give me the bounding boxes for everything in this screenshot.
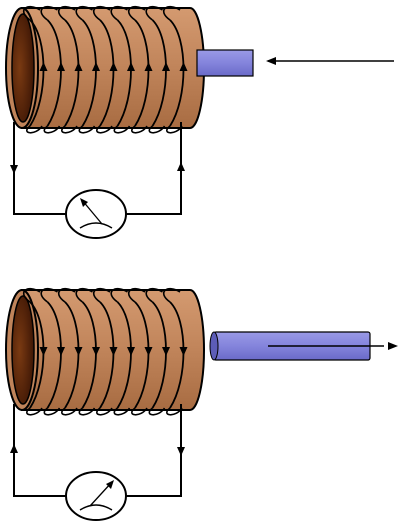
winding-top <box>40 287 58 303</box>
winding-bottom <box>78 125 96 134</box>
wire-right <box>126 122 182 215</box>
current-arrow-icon <box>127 62 135 71</box>
winding-bottom <box>113 407 131 416</box>
winding-bottom <box>61 407 78 416</box>
scene-magnet-withdrawn <box>5 287 398 521</box>
solenoid-coil-icon <box>5 5 205 134</box>
winding-top <box>128 287 146 303</box>
galvanometer-icon <box>65 471 127 521</box>
winding-bottom <box>148 407 166 416</box>
coil-opening-inner <box>11 13 35 123</box>
current-arrow-icon <box>162 347 170 356</box>
galvanometer-scale <box>79 504 113 511</box>
winding-top <box>110 287 128 303</box>
winding-top <box>75 287 93 303</box>
galvanometer-dial <box>65 471 127 521</box>
current-arrow-icon <box>57 62 65 71</box>
winding-top <box>93 287 111 303</box>
current-arrow-icon <box>144 62 153 71</box>
current-arrow-icon <box>179 347 188 356</box>
wire-left <box>13 122 66 215</box>
current-arrow-icon <box>10 165 18 174</box>
winding-bottom <box>61 125 78 134</box>
needle-tip <box>106 480 114 489</box>
winding-bottom <box>131 407 148 416</box>
current-arrow-icon <box>10 444 18 453</box>
current-arrow-icon <box>92 347 100 356</box>
current-arrow-icon <box>179 62 188 71</box>
solenoid-coil-icon <box>5 287 205 416</box>
winding-top <box>58 287 76 303</box>
current-arrow-icon <box>144 347 153 356</box>
magnet-bar <box>196 49 254 77</box>
bar-magnet-icon <box>196 49 254 77</box>
circuit-wires <box>10 404 185 497</box>
winding-bottom <box>43 125 61 134</box>
wire-right <box>126 404 182 497</box>
winding-bottom <box>96 407 113 416</box>
current-arrow-icon <box>177 447 185 456</box>
current-arrow-icon <box>127 347 135 356</box>
winding-top <box>163 287 181 303</box>
winding-top <box>163 5 181 21</box>
winding-bottom <box>131 125 148 134</box>
galvanometer-dial <box>65 189 127 239</box>
current-arrow-icon <box>39 347 48 356</box>
winding-bottom <box>26 407 43 416</box>
winding-top <box>23 5 41 21</box>
winding-top <box>75 5 93 21</box>
circuit-wires <box>10 122 185 215</box>
current-arrow-icon <box>177 162 185 171</box>
winding-bottom <box>78 407 96 416</box>
winding-top <box>145 287 163 303</box>
winding-top <box>145 5 163 21</box>
scene-magnet-inserted <box>5 5 394 239</box>
winding-bottom <box>113 125 131 134</box>
winding-top <box>93 5 111 21</box>
needle-tip <box>80 198 88 207</box>
winding-top <box>110 5 128 21</box>
wire-left <box>13 404 66 497</box>
motion-arrow-head <box>388 342 398 350</box>
current-arrow-icon <box>109 347 118 356</box>
motion-arrow-head <box>266 57 276 65</box>
galvanometer-scale <box>79 222 113 229</box>
current-arrow-icon <box>39 62 48 71</box>
winding-bottom <box>96 125 113 134</box>
winding-top <box>58 5 76 21</box>
current-arrow-icon <box>92 62 100 71</box>
winding-bottom <box>43 407 61 416</box>
winding-top <box>40 5 58 21</box>
magnet-end <box>209 331 219 361</box>
current-arrow-icon <box>109 62 118 71</box>
winding-top <box>128 5 146 21</box>
winding-bottom <box>148 125 166 134</box>
current-arrow-icon <box>74 347 83 356</box>
winding-bottom <box>26 125 43 134</box>
winding-top <box>23 287 41 303</box>
current-arrow-icon <box>57 347 65 356</box>
current-arrow-icon <box>162 62 170 71</box>
coil-opening-inner <box>11 295 35 405</box>
galvanometer-icon <box>65 189 127 239</box>
current-arrow-icon <box>74 62 83 71</box>
